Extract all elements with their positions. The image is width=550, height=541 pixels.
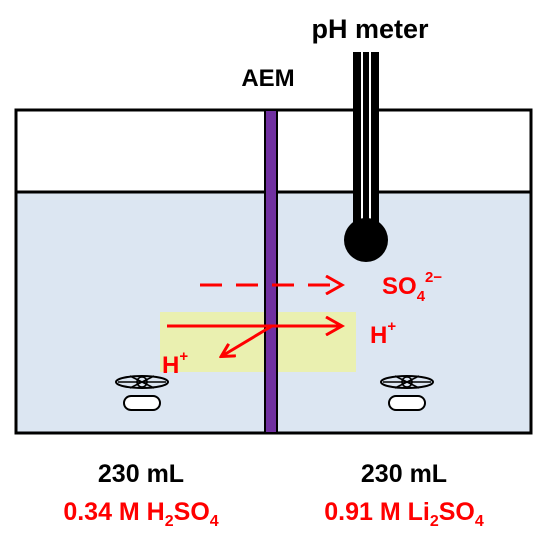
right-solution: 0.91 M Li2SO4 bbox=[324, 498, 484, 530]
proton-label-right: H+ bbox=[370, 318, 396, 349]
stir-bar-right bbox=[380, 375, 434, 411]
right-volume: 230 mL bbox=[361, 460, 447, 488]
sulfate-label: SO42− bbox=[382, 269, 442, 305]
membrane bbox=[264, 109, 278, 434]
ph-meter-label: pH meter bbox=[311, 14, 429, 44]
left-solution: 0.34 M H2SO4 bbox=[63, 498, 218, 530]
proton-arrow-left bbox=[222, 324, 273, 356]
proton-highlight bbox=[160, 312, 356, 372]
stir-bar-left bbox=[115, 375, 169, 411]
ph-meter-probe bbox=[344, 52, 388, 262]
left-volume: 230 mL bbox=[98, 460, 184, 488]
membrane-label: AEM bbox=[241, 65, 294, 92]
proton-label-left: H+ bbox=[162, 348, 188, 379]
